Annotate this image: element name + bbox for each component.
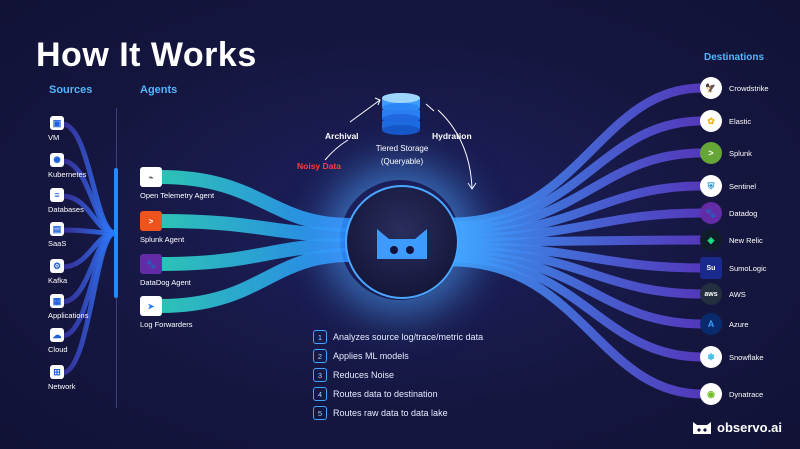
sentinel-icon: ⛨ [700,175,722,197]
source-databases: ≡ Databases [48,188,84,214]
destination-flow-ribbon [447,241,707,273]
destination-dynatrace: ◉ Dynatrace [700,383,763,405]
new-relic-icon: ◈ [700,229,722,251]
noisy-data-label: Noisy Data [297,161,341,171]
destination-flow-ribbon [447,245,707,299]
page-title: How It Works [36,36,257,74]
log-forwarder-icon: ➤ [140,296,162,316]
destination-elastic: ✿ Elastic [700,110,751,132]
sumologic-icon: Su [700,257,722,279]
sources-heading: Sources [49,84,93,96]
destination-flow-ribbon [447,181,707,239]
destination-sentinel: ⛨ Sentinel [700,175,756,197]
destination-snowflake: ❄ Snowflake [700,346,764,368]
database-icon: ≡ [50,188,64,202]
destination-flow-ribbon [447,83,707,227]
observo-logo-icon [377,229,427,259]
source-saas: ▤ SaaS [48,222,67,248]
azure-icon: A [700,313,722,335]
source-network: ⊞ Network [48,365,76,391]
aws-icon: aws [700,283,722,305]
hydration-top-arrow [425,103,435,112]
source-applications: ▦ Applications [48,294,89,320]
snowflake-icon: ❄ [700,346,722,368]
open-telemetry-icon: ⌁ [140,167,162,187]
datadog-icon: 🐾 [140,254,162,274]
archival-arrow [349,99,381,123]
destination-splunk: > Splunk [700,142,752,164]
tiered-storage-label: Tiered Storage (Queryable) [375,144,429,166]
noisy-arrow [324,139,349,161]
hydration-arrowhead [467,182,477,190]
network-icon: ⊞ [50,365,64,379]
observo-brand-icon [693,421,711,434]
destination-sumologic: Su SumoLogic [700,257,767,279]
datadog-icon: 🐾 [700,202,722,224]
agent-splunk: > Splunk Agent [140,211,184,244]
destination-flows [447,83,707,399]
dynatrace-icon: ◉ [700,383,722,405]
destination-crowdstrike: 🦅 Crowdstrike [700,77,769,99]
destination-flow-ribbon [447,249,707,329]
destination-flow-ribbon [447,235,707,247]
agent-open-telemetry: ⌁ Open Telemetry Agent [140,167,214,200]
kafka-icon: ⚙ [50,259,64,273]
destination-aws: aws AWS [700,283,746,305]
splunk-icon: > [700,142,722,164]
step-item: 4 Routes data to destination [313,385,483,403]
agent-log-forwarders: ➤ Log Forwarders [140,296,193,329]
elastic-icon: ✿ [700,110,722,132]
destination-flow-ribbon [447,208,707,243]
sources-collector-bar [114,168,118,298]
brand-logo: observo.ai [692,420,782,435]
source-cloud: ☁ Cloud [48,328,68,354]
splunk-icon: > [140,211,162,231]
destination-flow-ribbon [447,148,707,235]
destination-flow-ribbon [447,257,707,399]
cloud-icon: ☁ [50,328,64,342]
step-item: 3 Reduces Noise [313,366,483,384]
source-flow-ribbon [59,230,118,376]
agent-datadog: 🐾 DataDog Agent [140,254,191,287]
agents-heading: Agents [140,84,178,96]
kubernetes-icon: ✺ [50,153,64,167]
agent-flow-ribbon [153,238,357,271]
saas-icon: ▤ [50,222,64,236]
source-kubernetes: ✺ Kubernetes [48,153,87,179]
source-vm: ▣ VM [48,116,138,142]
destination-datadog: 🐾 Datadog [700,202,757,224]
hydration-label: Hydration [432,131,472,141]
destination-azure: A Azure [700,313,749,335]
step-item: 2 Applies ML models [313,347,483,365]
database-stack-icon [382,93,420,135]
destination-flow-ribbon [447,116,707,231]
steps-list: 1 Analyzes source log/trace/metric data … [313,328,483,423]
source-kafka: ⚙ Kafka [48,259,68,285]
step-item: 5 Routes raw data to data lake [313,404,483,422]
agent-flows [153,170,357,313]
crowdstrike-icon: 🦅 [700,77,722,99]
vm-icon: ▣ [50,116,64,130]
agent-flow-ribbon [153,170,357,232]
destination-new-relic: ◈ New Relic [700,229,763,251]
hydration-arrow [437,109,473,189]
archival-label: Archival [325,131,359,141]
applications-icon: ▦ [50,294,64,308]
destinations-heading: Destinations [704,52,765,63]
source-flows [59,121,118,376]
archival-arrowhead [374,97,381,106]
observo-hub [345,185,459,299]
step-item: 1 Analyzes source log/trace/metric data [313,328,483,346]
agent-flow-ribbon [153,214,357,242]
agent-flow-ribbon [153,248,357,313]
destination-flow-ribbon [447,253,707,362]
